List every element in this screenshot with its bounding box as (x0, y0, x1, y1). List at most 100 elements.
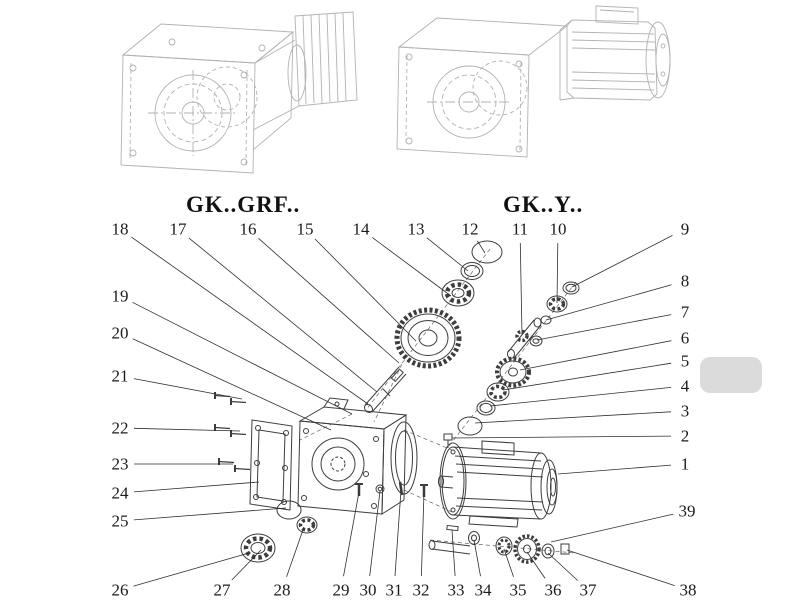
part-number-37: 37 (578, 580, 598, 600)
snap-ring-12 (471, 240, 503, 264)
leader-line-13 (426, 237, 469, 272)
bearing-28 (296, 516, 318, 534)
part-number-16: 16 (238, 219, 258, 239)
leader-line-39 (550, 513, 674, 543)
leader-line-34 (473, 539, 481, 577)
part-number-7: 7 (679, 302, 691, 322)
leader-line-18 (131, 236, 369, 405)
seal-ring-3 (457, 416, 483, 436)
part-number-13: 13 (406, 219, 426, 239)
small-ring-8 (540, 315, 552, 325)
part-number-32: 32 (411, 580, 431, 600)
part-number-21: 21 (110, 366, 130, 386)
part-number-11: 11 (510, 219, 530, 239)
leader-line-31 (394, 489, 402, 577)
part-number-9: 9 (679, 219, 691, 239)
variant-label-gk-y: GK..Y.. (503, 192, 584, 217)
leader-line-3 (474, 411, 672, 424)
leader-line-6 (519, 340, 672, 371)
part-number-1: 1 (679, 454, 691, 474)
washer-7 (529, 335, 543, 347)
part-number-30: 30 (358, 580, 378, 600)
leader-line-7 (536, 314, 672, 341)
part-number-29: 29 (331, 580, 351, 600)
part-number-19: 19 (110, 286, 130, 306)
leader-line-24 (133, 481, 260, 493)
spacer-ring-13 (460, 262, 484, 280)
mounting-flange-plate (249, 419, 293, 511)
part-number-6: 6 (679, 328, 691, 348)
leader-line-10 (556, 242, 559, 304)
part-number-39: 39 (677, 501, 697, 521)
leader-line-22 (133, 427, 241, 432)
part-number-27: 27 (212, 580, 232, 600)
leader-line-32 (421, 491, 425, 577)
part-number-26: 26 (110, 580, 130, 600)
leader-line-36 (526, 551, 546, 579)
leader-line-2 (451, 435, 672, 439)
leader-line-15 (314, 238, 417, 342)
part-number-10: 10 (548, 219, 568, 239)
part-number-18: 18 (110, 219, 130, 239)
leader-line-8 (545, 284, 672, 321)
leader-line-28 (286, 526, 305, 577)
watermark-blob (700, 357, 762, 393)
part-number-23: 23 (110, 454, 130, 474)
part-number-25: 25 (110, 511, 130, 531)
leader-line-9 (571, 235, 673, 288)
part-number-38: 38 (678, 580, 698, 600)
leader-line-27 (231, 549, 262, 581)
leader-line-1 (557, 464, 672, 475)
ghost-drawing-gk-grf (120, 11, 358, 174)
part-number-12: 12 (460, 219, 480, 239)
part-number-31: 31 (384, 580, 404, 600)
output-shaft-assembly (428, 524, 570, 564)
main-shaft (363, 366, 407, 414)
leader-line-14 (371, 237, 452, 297)
upper-bearing (441, 279, 475, 307)
leader-line-19 (132, 301, 353, 415)
part-number-35: 35 (508, 580, 528, 600)
ghost-motor (559, 5, 671, 101)
leader-line-17 (188, 237, 378, 393)
leader-line-16 (258, 238, 400, 364)
leader-line-30 (369, 490, 381, 577)
part-number-24: 24 (110, 483, 130, 503)
ghost-drawing-gk-y (396, 5, 671, 158)
leader-line-5 (502, 362, 672, 391)
part-number-28: 28 (272, 580, 292, 600)
leader-line-26 (133, 552, 250, 587)
leader-line-37 (547, 552, 578, 581)
main-gear (394, 307, 462, 369)
part-number-14: 14 (351, 219, 371, 239)
bearing-5 (486, 382, 510, 402)
ring-4 (476, 400, 496, 416)
electric-motor (438, 440, 558, 528)
variant-label-gk-grf: GK..GRF.. (186, 192, 301, 217)
part-number-33: 33 (446, 580, 466, 600)
part-number-36: 36 (543, 580, 563, 600)
part-number-4: 4 (679, 376, 691, 396)
gear-housing (297, 397, 418, 515)
part-number-22: 22 (110, 418, 130, 438)
leader-line-25 (133, 507, 287, 521)
part-number-2: 2 (679, 426, 691, 446)
leader-line-29 (343, 491, 360, 577)
part-number-15: 15 (295, 219, 315, 239)
exploded-view (214, 240, 580, 564)
part-number-34: 34 (473, 580, 493, 600)
leader-line-11 (519, 242, 523, 336)
part-number-8: 8 (679, 271, 691, 291)
part-number-20: 20 (110, 323, 130, 343)
pinion-shaft (507, 317, 542, 359)
leader-line-38 (566, 549, 675, 586)
leader-line-20 (132, 338, 332, 431)
intermediate-gear-6 (495, 356, 531, 388)
leader-line-21 (133, 378, 243, 400)
ghost-input-adapter-fins (252, 11, 358, 131)
part-number-5: 5 (679, 351, 691, 371)
part-number-17: 17 (168, 219, 188, 239)
